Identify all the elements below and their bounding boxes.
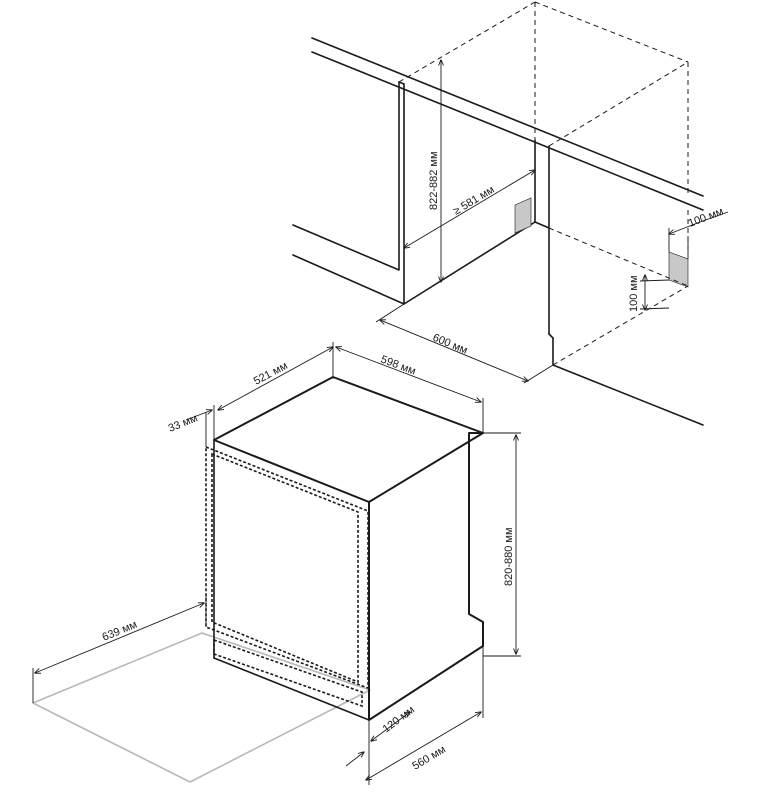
hidden-cabinet-outline <box>398 1 689 366</box>
label-vent-width: 100 мм <box>687 206 725 230</box>
kitchen-niche: 822-882 мм ≥ 581 мм 600 мм 100 мм 100 мм <box>292 1 729 426</box>
label-vent-height: 100 мм <box>628 275 640 312</box>
left-cabinet-side <box>292 81 400 271</box>
right-cabinet-inner <box>534 221 550 229</box>
dim-line-vent-width <box>669 221 701 234</box>
label-door-offset: 33 мм <box>167 412 200 435</box>
dim-line-unit-width <box>336 347 481 402</box>
plinth-panel-outline <box>213 638 363 708</box>
dim-line-cabinet-depth <box>404 170 535 248</box>
door-panel-inner <box>211 452 359 684</box>
label-base-depth: 560 мм <box>410 743 448 772</box>
dim-line-door-offset <box>185 410 212 421</box>
label-cabinet-depth: ≥ 581 мм <box>451 184 496 218</box>
dim-line-door-swing <box>35 603 204 673</box>
right-cabinet-base <box>548 333 554 339</box>
niche-floor-line <box>403 221 536 305</box>
vent-cutout-back <box>514 197 532 234</box>
countertop-bottom-edge <box>311 51 704 211</box>
dim-line-unit-depth <box>218 347 333 410</box>
label-unit-height: 820-880 мм <box>503 527 515 586</box>
label-niche-width: 600 мм <box>431 332 469 357</box>
unit-front-bottom <box>213 657 370 721</box>
door-panel-outline <box>205 445 369 690</box>
door-open-floor-outline <box>32 632 371 783</box>
right-cabinet-plinth <box>552 337 704 426</box>
left-cabinet-front <box>292 83 405 305</box>
dishwasher-unit: 521 мм 598 мм 33 мм 820-880 мм 639 мм 12… <box>32 342 521 785</box>
unit-right-face <box>368 432 484 721</box>
dim-line-base-depth <box>366 712 481 780</box>
label-cabinet-height: 822-882 мм <box>428 151 440 210</box>
unit-top-face <box>213 376 484 503</box>
label-unit-width: 598 мм <box>379 354 417 378</box>
left-cabinet-top <box>398 81 405 85</box>
countertop-top-edge <box>311 37 704 197</box>
vent-cutout-side <box>668 251 689 288</box>
label-door-swing: 639 мм <box>101 619 139 644</box>
